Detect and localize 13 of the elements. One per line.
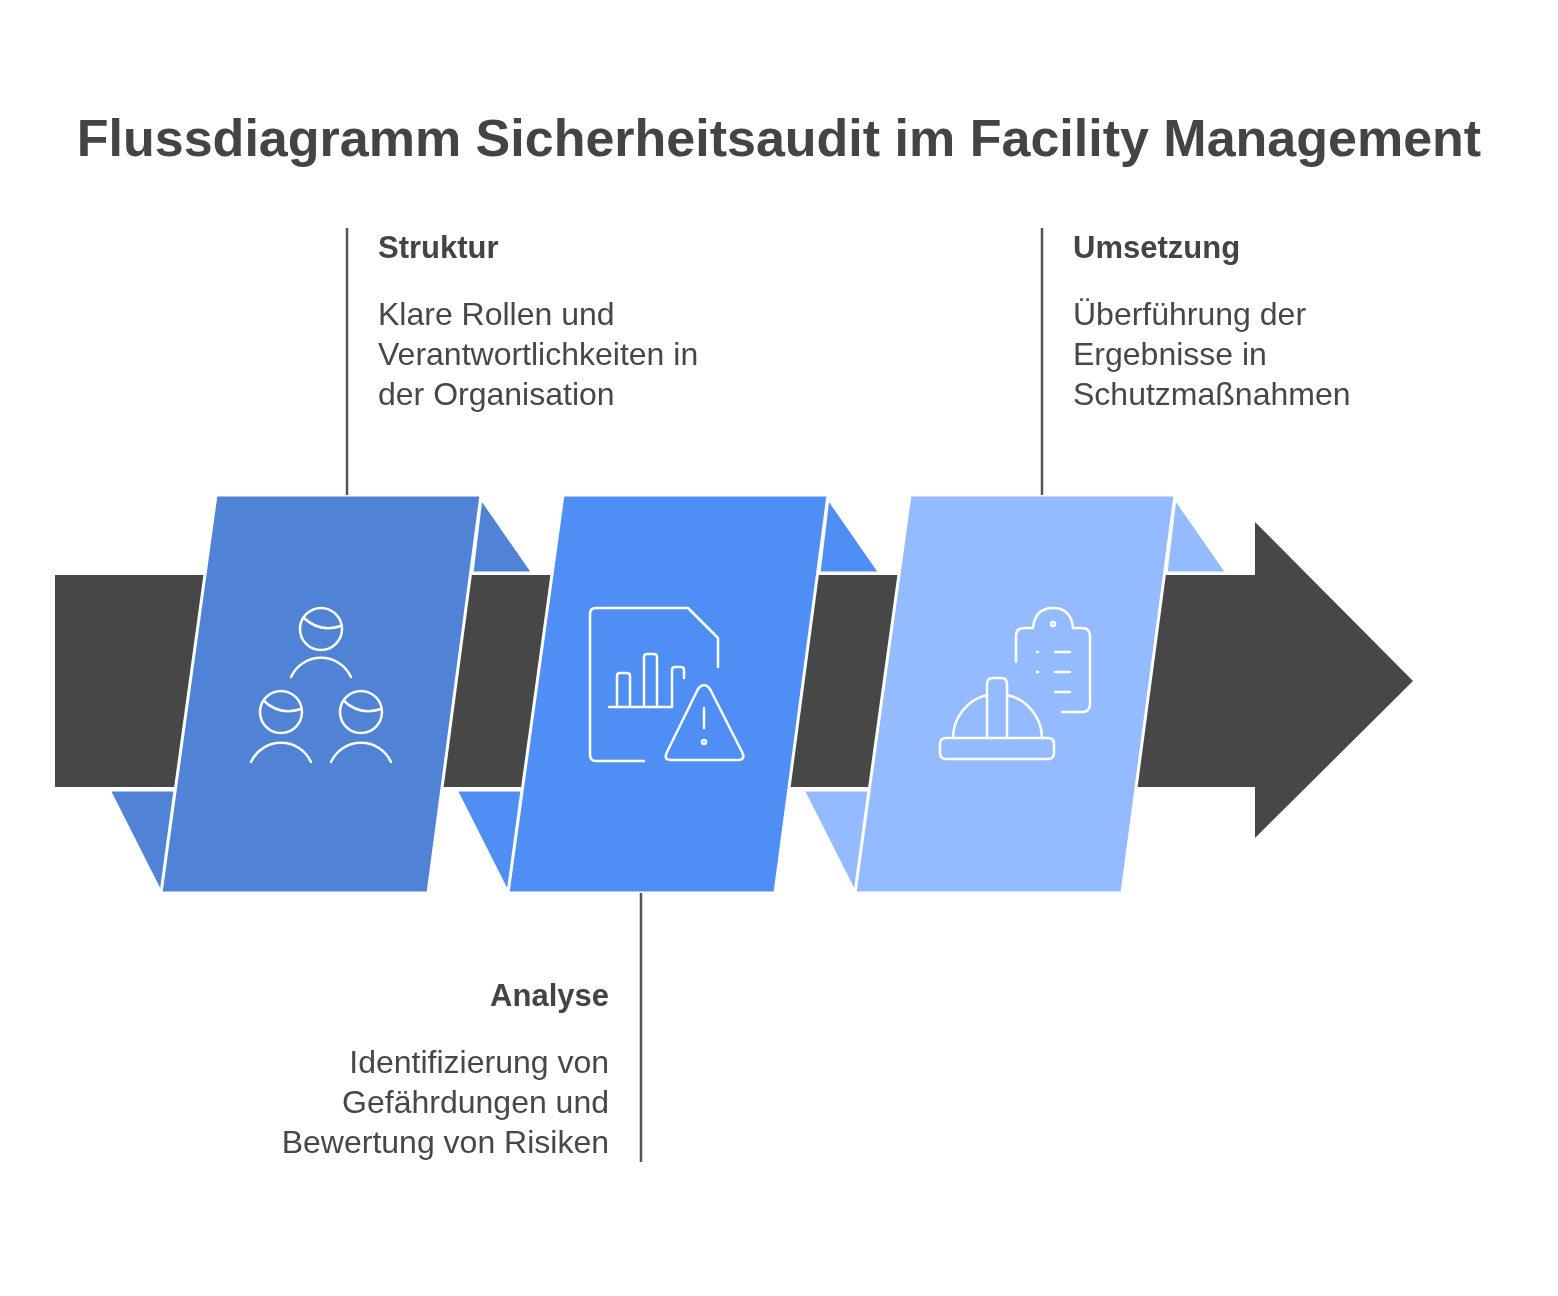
diagram-title: Flussdiagramm Sicherheitsaudit im Facility Management xyxy=(76,108,1482,169)
leader-line xyxy=(345,228,349,495)
leader-line xyxy=(1040,228,1044,495)
step-heading: Umsetzung xyxy=(1073,229,1241,267)
step-heading: Struktur xyxy=(378,229,499,267)
step-description: Identifizierung von Gefährdungen und Bewertung von Risiken xyxy=(280,1043,609,1162)
step-panel xyxy=(109,495,533,893)
step-panel xyxy=(456,495,880,893)
step-heading: Analyse xyxy=(490,977,609,1015)
step-description: Klare Rollen und Verantwortlichkeiten in der Organisation xyxy=(378,295,700,414)
step-panel xyxy=(803,495,1227,893)
step-description: Überführung der Ergebnisse in Schutzmaßnahmen xyxy=(1073,295,1352,414)
leader-line xyxy=(639,893,643,1162)
